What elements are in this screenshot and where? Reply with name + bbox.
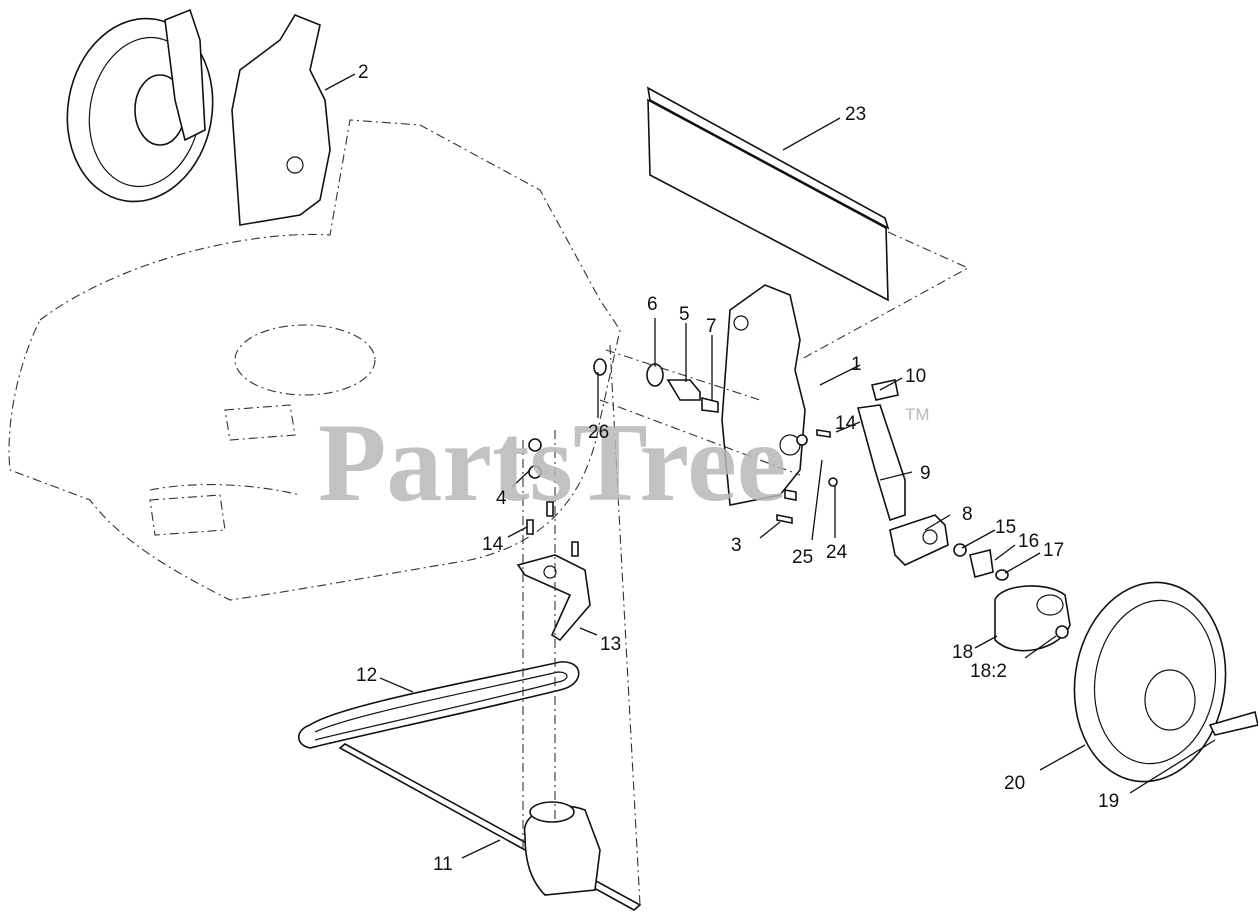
callout-7[interactable]: 7 <box>706 316 717 337</box>
callout-6[interactable]: 6 <box>647 294 658 315</box>
callout-2[interactable]: 2 <box>358 62 369 83</box>
callout-14-left[interactable]: 14 <box>482 534 504 555</box>
watermark-trademark: TM <box>905 405 930 424</box>
driveshaft-and-gearbox <box>338 743 642 911</box>
height-adjust-plate-top <box>231 14 331 226</box>
front-wheel <box>1073 581 1258 783</box>
leader-lines <box>324 73 1216 859</box>
callout-4[interactable]: 4 <box>496 488 507 509</box>
mower-deck-outline <box>8 119 621 601</box>
callout-24[interactable]: 24 <box>826 542 848 563</box>
callout-19[interactable]: 19 <box>1098 791 1119 812</box>
callout-1[interactable]: 1 <box>851 354 862 375</box>
callout-15[interactable]: 15 <box>995 517 1016 538</box>
callout-14-right[interactable]: 14 <box>835 413 857 434</box>
rear-wheel-top <box>66 8 214 203</box>
callout-11[interactable]: 11 <box>433 854 453 875</box>
callout-8[interactable]: 8 <box>962 504 973 525</box>
height-adjust-plate-right <box>721 284 806 506</box>
gearbox-bracket <box>516 554 591 642</box>
wheel-hardware <box>953 543 1009 581</box>
callout-18-2[interactable]: 18:2 <box>970 661 1007 682</box>
height-lever-bracket <box>856 379 906 522</box>
wheel-bracket <box>889 514 949 566</box>
alignment-lines <box>522 344 801 906</box>
drive-belt <box>297 661 580 749</box>
axle-bushings <box>593 358 719 413</box>
callout-10[interactable]: 10 <box>905 366 926 387</box>
callout-3[interactable]: 3 <box>731 535 742 556</box>
callout-5[interactable]: 5 <box>679 304 690 325</box>
callout-labels: 2 23 6 5 7 1 10 14 26 9 4 8 15 16 17 14 … <box>356 62 1119 875</box>
fasteners <box>526 429 838 557</box>
callout-13[interactable]: 13 <box>600 634 621 655</box>
callout-20[interactable]: 20 <box>1004 773 1025 794</box>
callout-17[interactable]: 17 <box>1043 540 1064 561</box>
baffle <box>646 86 970 361</box>
watermark-text: PartsTree <box>318 401 787 525</box>
watermark: PartsTree TM <box>318 401 930 525</box>
callout-18[interactable]: 18 <box>952 642 973 663</box>
callout-9[interactable]: 9 <box>920 463 931 484</box>
callout-16[interactable]: 16 <box>1018 531 1039 552</box>
callout-23[interactable]: 23 <box>845 104 866 125</box>
callout-12[interactable]: 12 <box>356 665 377 686</box>
callout-26[interactable]: 26 <box>588 422 609 443</box>
drive-pawl-housing <box>994 585 1071 652</box>
callout-25[interactable]: 25 <box>792 547 813 568</box>
